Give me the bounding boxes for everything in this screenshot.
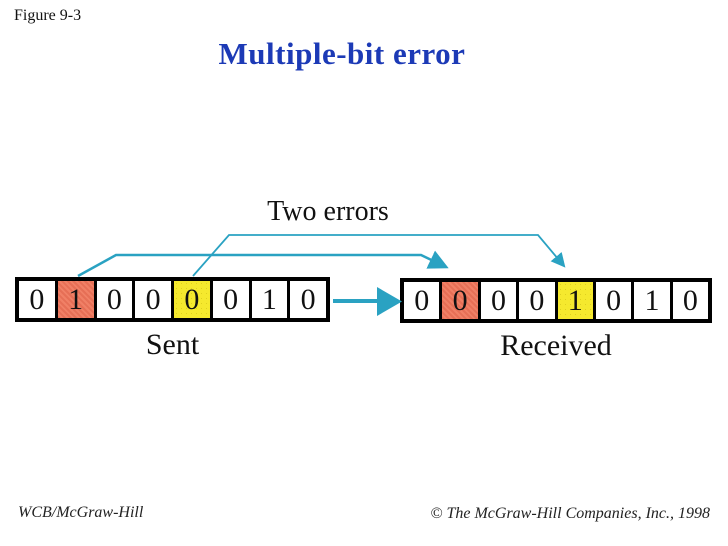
sent-register-label: Sent (145, 328, 200, 361)
bit-cell: 1 (554, 282, 593, 319)
bit-cell: 0 (209, 281, 249, 318)
figure-label: Figure 9-3 (14, 7, 82, 24)
two-errors-annotation: Two errors (267, 196, 389, 227)
error-pointer-line-red (77, 250, 449, 278)
bit-cell: 0 (287, 281, 326, 318)
bit-cell: 0 (477, 282, 517, 319)
bit-cell: 1 (248, 281, 288, 318)
bit-cell: 0 (93, 281, 133, 318)
received-register-label: Received (500, 329, 612, 362)
bit-cell: 0 (132, 281, 171, 318)
bit-cell: 1 (631, 282, 670, 319)
bit-cell: 0 (171, 281, 210, 318)
bit-cell: 0 (516, 282, 555, 319)
transmission-arrow-head (377, 287, 402, 316)
bit-cell: 0 (669, 282, 708, 319)
page-title: Multiple-bit error (218, 36, 466, 71)
error-pointer-line-yellow (192, 234, 566, 277)
bit-cell: 0 (592, 282, 632, 319)
bit-cell: 0 (19, 281, 55, 318)
bit-cell: 0 (439, 282, 478, 319)
publisher-credit: WCB/McGraw-Hill (18, 504, 144, 521)
bit-cell: 0 (404, 282, 440, 319)
bit-cell: 1 (54, 281, 94, 318)
copyright-notice: © The McGraw-Hill Companies, Inc., 1998 (430, 505, 710, 522)
